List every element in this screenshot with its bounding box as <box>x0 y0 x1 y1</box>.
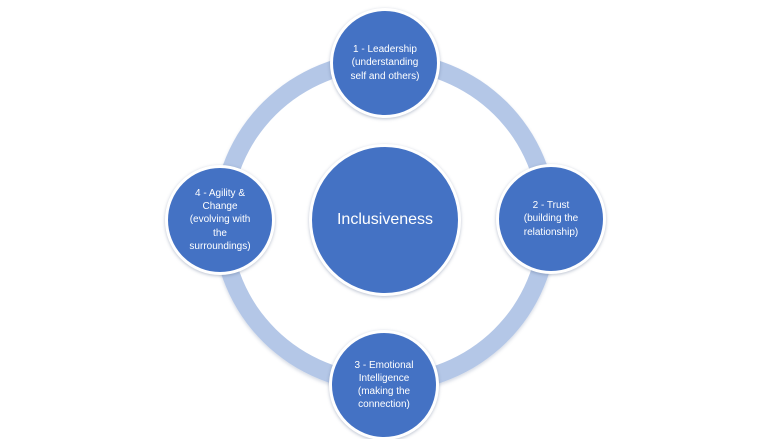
node-2-label-line: 2 - Trust <box>532 200 570 212</box>
node-2-label-line: (building the <box>523 213 579 225</box>
node-4-label-line: 4 - Agility & <box>194 188 246 200</box>
center-node-inclusiveness: Inclusiveness <box>309 144 461 296</box>
node-2-label-line: relationship) <box>523 226 579 238</box>
node-4-label-line: the <box>213 227 227 239</box>
node-1-leadership: 1 - Leadership (understanding self and o… <box>330 8 440 118</box>
node-1-label-line: self and others) <box>350 70 420 82</box>
node-1-label-line: 1 - Leadership <box>353 44 417 56</box>
node-2-trust: 2 - Trust (building the relationship) <box>496 164 606 274</box>
node-3-emotional-intelligence: 3 - Emotional Intelligence (making the c… <box>329 330 439 439</box>
node-3-label-line: 3 - Emotional <box>354 359 414 371</box>
center-node-label: Inclusiveness <box>336 211 434 228</box>
node-3-label-line: Intelligence <box>358 372 410 384</box>
node-4-label-line: (evolving with <box>189 214 251 226</box>
node-1-label-line: (understanding <box>351 57 419 69</box>
node-3-label-line: (making the <box>357 386 411 397</box>
node-4-agility-change: 4 - Agility & Change (evolving with the … <box>165 165 275 275</box>
node-4-label-line: surroundings) <box>189 240 251 252</box>
node-4-label-line: Change <box>202 201 238 213</box>
node-3-label-line: connection) <box>358 399 410 411</box>
